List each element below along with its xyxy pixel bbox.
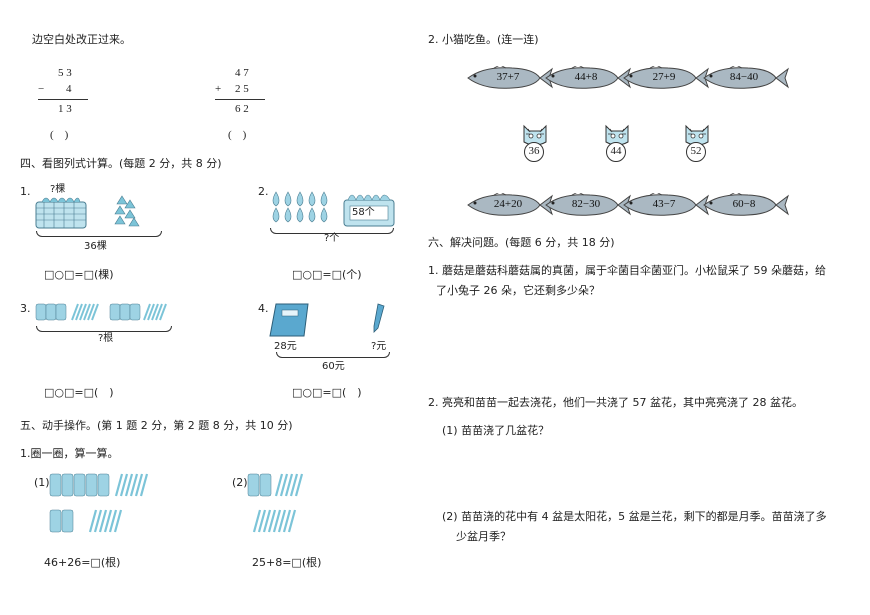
fish-top-3[interactable]: 27+9 [620, 66, 710, 90]
q3-total: ?根 [98, 333, 114, 344]
cat-head-icon [685, 124, 709, 146]
calc1-answer[interactable]: ( ) [50, 129, 69, 141]
cat-number: 44 [606, 142, 626, 162]
q2-picture [272, 191, 395, 227]
calc1-result: 1 3 [58, 103, 72, 115]
section5-title: 五、动手操作。(第 1 题 2 分，第 2 题 8 分，共 10 分) [20, 419, 293, 432]
cat-fish-title: 2. 小猫吃鱼。(连一连) [428, 33, 539, 46]
q1-total: 36棵 [84, 241, 107, 252]
fish-bottom-1[interactable]: 24+20 [464, 193, 554, 217]
intro-line: 边空白处改正过来。 [32, 33, 131, 46]
fish-expression: 82−30 [571, 198, 601, 210]
q1-formula[interactable]: □○□=□(棵) [44, 268, 114, 281]
q4-picture [269, 303, 385, 337]
basket-icon [343, 194, 395, 227]
fish-bottom-2[interactable]: 82−30 [542, 193, 632, 217]
q4-brace [276, 352, 390, 358]
single-stick-icon [88, 473, 149, 533]
fish-expression: 24+20 [493, 198, 523, 210]
problem1-line1: 1. 蘑菇是蘑菇科蘑菇属的真菌，属于伞菌目伞菌亚门。小松鼠采了 59 朵蘑菇，给 [428, 264, 826, 277]
cat-2[interactable]: 44 [602, 122, 638, 168]
problem1-line2: 了小兔子 26 朵，它还剩多少朵？ [436, 284, 600, 297]
cat-number: 52 [686, 142, 706, 162]
calc2-answer[interactable]: ( ) [228, 129, 247, 141]
problem2-sub1: (1) 苗苗浇了几盆花？ [442, 424, 550, 437]
cat-3[interactable]: 52 [682, 122, 718, 168]
vertical-calc-1: 5 3 − 4 1 3 [38, 62, 88, 122]
stick-bundle-icon [35, 303, 141, 321]
water-drop-icon [272, 191, 328, 223]
fish-bottom-4[interactable]: 60−8 [700, 193, 790, 217]
section6-title: 六、解决问题。(每题 6 分，共 18 分) [428, 236, 615, 249]
fish-expression: 44+8 [574, 71, 598, 83]
part1-label: (1) [34, 476, 50, 489]
fish-top-4[interactable]: 84−40 [700, 66, 790, 90]
calc2-top: 4 7 [235, 67, 249, 79]
vertical-calc-2: 4 7 + 2 5 6 2 [215, 62, 265, 122]
part2-label: (2) [232, 476, 248, 489]
fish-expression: 43−7 [652, 198, 676, 210]
fish-top-1[interactable]: 37+7 [464, 66, 554, 90]
single-stick-icon [71, 303, 167, 321]
calc2-op: + [215, 83, 222, 95]
calc2-second: 2 5 [235, 83, 249, 95]
q3-number: 3. [20, 302, 31, 315]
q1-brace [36, 231, 162, 237]
problem2-sub2-line1: (2) 苗苗浇的花中有 4 盆是太阳花，5 盆是兰花，剩下的都是月季。苗苗浇了多 [442, 510, 827, 523]
part2-formula[interactable]: 25+8=□(根) [252, 556, 322, 569]
fish-top-2[interactable]: 44+8 [542, 66, 632, 90]
cat-number: 36 [524, 142, 544, 162]
basket-icon [35, 197, 87, 229]
q3-picture [35, 303, 167, 321]
calc1-op: − [38, 83, 45, 95]
q4-book-price: 28元 [274, 341, 297, 352]
pen-icon [373, 303, 385, 333]
fish-expression: 27+9 [652, 71, 676, 83]
calc2-result: 6 2 [235, 103, 249, 115]
q4-formula[interactable]: □○□=□( ) [292, 386, 362, 399]
tree-cluster-icon [114, 195, 140, 227]
q2-basket-label: 58个 [352, 207, 375, 218]
stick-bundle-icon [49, 473, 110, 533]
q1-picture [35, 195, 140, 229]
q1-top-label: ?棵 [50, 184, 66, 195]
calc1-top: 5 3 [58, 67, 72, 79]
q4-pen-price: ?元 [371, 341, 387, 352]
fish-bottom-3[interactable]: 43−7 [620, 193, 710, 217]
q1-number: 1. [20, 185, 31, 198]
q4-total: 60元 [322, 361, 345, 372]
part1-sticks[interactable] [48, 470, 198, 540]
q4-number: 4. [258, 302, 269, 315]
part1-formula[interactable]: 46+26=□(根) [44, 556, 121, 569]
cat-1[interactable]: 36 [520, 122, 556, 168]
q3-formula[interactable]: □○□=□( ) [44, 386, 114, 399]
q2-total: ?个 [324, 233, 340, 244]
fish-expression: 84−40 [729, 71, 759, 83]
problem2-sub2-line2: 少盆月季？ [456, 530, 511, 543]
book-icon [269, 303, 309, 337]
fish-expression: 60−8 [732, 198, 756, 210]
problem2-line1: 2. 亮亮和苗苗一起去浇花，他们一共浇了 57 盆花，其中亮亮浇了 28 盆花。 [428, 396, 803, 409]
q2-number: 2. [258, 185, 269, 198]
section4-title: 四、看图列式计算。(每题 2 分，共 8 分) [20, 157, 222, 170]
section5-q1: 1.圈一圈，算一算。 [20, 447, 119, 460]
fish-expression: 37+7 [496, 71, 520, 83]
single-stick-icon [252, 473, 304, 533]
q2-formula[interactable]: □○□=□(个) [292, 268, 362, 281]
part2-sticks[interactable] [246, 470, 346, 540]
calc1-second: 4 [66, 83, 72, 95]
stick-bundle-icon [247, 473, 272, 497]
